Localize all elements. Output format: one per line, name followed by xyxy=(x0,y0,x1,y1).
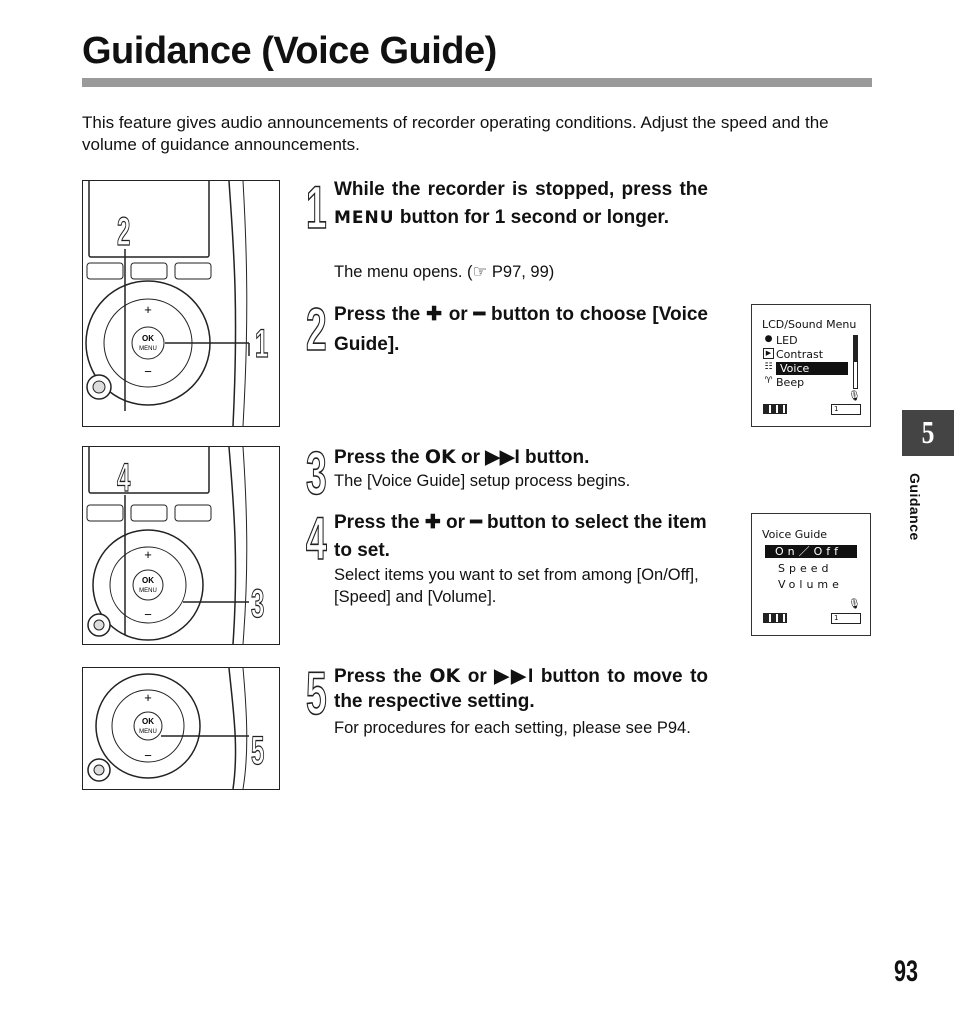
minus-icon: ━ xyxy=(473,304,486,325)
recorder-drawing-1: + − OK MENU 2 1 xyxy=(85,181,269,426)
ok-button-word: OK xyxy=(424,446,456,468)
beep-icon: ♈ xyxy=(764,376,773,386)
lcd-menu-item: LED xyxy=(776,334,798,347)
menu-button-word: MENU xyxy=(334,208,395,228)
microphone-icon: 🎙 xyxy=(848,599,861,610)
page-number: 93 xyxy=(894,955,919,988)
lcd-menu-item: Contrast xyxy=(776,348,824,361)
plus-label: + xyxy=(144,302,152,317)
intro-paragraph: This feature gives audio announcements o… xyxy=(82,113,829,154)
folder-indicator: 1 xyxy=(831,613,861,624)
callout-label: 3 xyxy=(251,581,264,626)
minus-label: − xyxy=(144,364,152,379)
contrast-icon: ▶ xyxy=(763,348,774,359)
fast-forward-icon: ▶▶I xyxy=(494,666,534,687)
plus-label: + xyxy=(144,547,152,562)
chapter-number: 5 xyxy=(921,414,935,450)
lcd-menu-item: Speed xyxy=(778,562,833,575)
step-number: 3 xyxy=(305,440,327,507)
step-2-heading: Press the ✚ or ━ button to choose [Voice… xyxy=(334,304,708,355)
microphone-icon: 🎙 xyxy=(848,391,861,402)
fast-forward-icon: ▶▶I xyxy=(485,447,520,468)
menu-label: MENU xyxy=(139,729,157,735)
step-number: 2 xyxy=(305,296,327,363)
callout-label: 1 xyxy=(255,321,268,366)
plus-icon: ✚ xyxy=(424,512,441,533)
ok-label: OK xyxy=(142,717,154,726)
lcd-menu-item-selected: On／Off xyxy=(765,545,857,558)
voice-guide-icon: ☷ xyxy=(764,362,773,372)
battery-icon xyxy=(763,613,787,623)
lcd-screen-menu: LCD/Sound Menu ● LED ▶ Contrast ☷ Voice … xyxy=(751,304,871,427)
lcd-screen-voice-guide: Voice Guide On／Off Speed Volume 🎙 1 xyxy=(751,513,871,636)
chapter-side-label: Guidance xyxy=(907,473,923,541)
title-underline xyxy=(82,78,872,87)
step-3-heading: Press the OK or ▶▶I button. xyxy=(334,446,590,468)
lcd-title: Voice Guide xyxy=(762,528,828,541)
plus-label: + xyxy=(144,690,152,705)
step-4-heading: Press the ✚ or ━ button to select the it… xyxy=(334,512,707,561)
minus-label: − xyxy=(144,607,152,622)
recorder-illustration-1: + − OK MENU 2 1 xyxy=(82,180,280,427)
recorder-illustration-3: + − OK MENU 5 xyxy=(82,667,280,790)
minus-icon: ━ xyxy=(470,512,482,533)
led-icon: ● xyxy=(764,334,773,344)
chapter-tab: 5 xyxy=(902,410,954,456)
callout-label: 5 xyxy=(251,728,264,773)
step-5-heading: Press the OK or ▶▶I button to move to th… xyxy=(334,665,708,712)
step-4-body: Select items you want to set from among … xyxy=(334,566,699,606)
battery-icon xyxy=(763,404,787,414)
page-title: Guidance (Voice Guide) xyxy=(82,30,497,72)
folder-indicator: 1 xyxy=(831,404,861,415)
lcd-menu-item: Volume xyxy=(778,578,843,591)
minus-label: − xyxy=(144,748,152,763)
lcd-scrollbar xyxy=(853,335,858,389)
recorder-drawing-2: + − OK MENU 4 3 xyxy=(86,447,265,644)
step-number: 5 xyxy=(305,660,327,727)
ok-label: OK xyxy=(142,576,154,585)
plus-icon: ✚ xyxy=(426,304,443,325)
reference-icon: ☞ xyxy=(472,263,488,281)
recorder-illustration-2: + − OK MENU 4 3 xyxy=(82,446,280,645)
recorder-drawing-3: + − OK MENU 5 xyxy=(87,668,265,789)
callout-label: 2 xyxy=(117,209,130,254)
step-number: 1 xyxy=(305,174,327,241)
step-1-heading: While the recorder is stopped, press the… xyxy=(334,179,708,228)
lcd-title: LCD/Sound Menu xyxy=(762,318,857,331)
step-5-body: For procedures for each setting, please … xyxy=(334,719,691,737)
menu-label: MENU xyxy=(139,346,157,352)
ok-label: OK xyxy=(142,334,154,343)
lcd-menu-item: Beep xyxy=(776,376,805,389)
menu-label: MENU xyxy=(139,588,157,594)
ok-button-word: OK xyxy=(429,665,461,687)
lcd-menu-item-selected: Voice Guide xyxy=(776,362,848,388)
step-3-body: The [Voice Guide] setup process begins. xyxy=(334,472,631,490)
callout-label: 4 xyxy=(117,455,131,500)
step-number: 4 xyxy=(305,505,327,572)
step-1-body: The menu opens. (☞ P97, 99) xyxy=(334,263,555,281)
